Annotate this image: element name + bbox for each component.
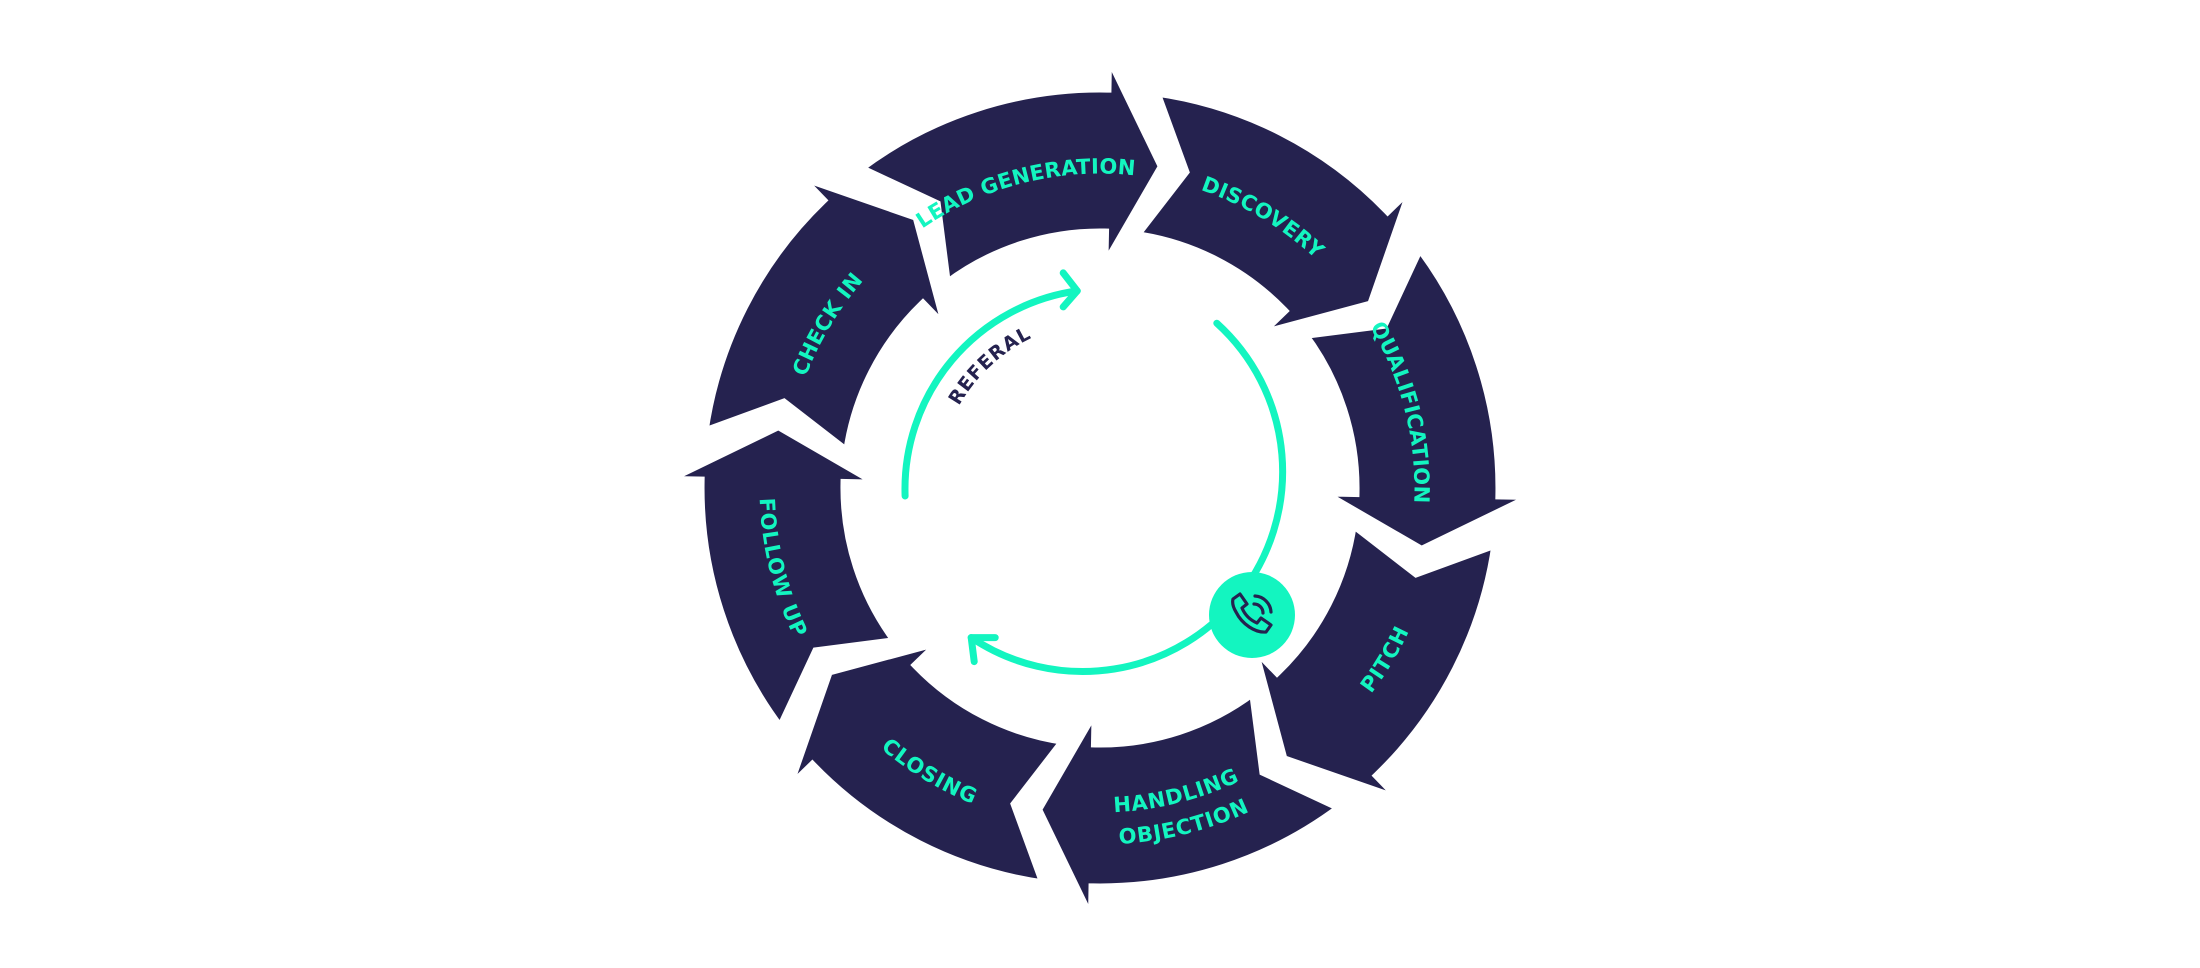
cycle-segment-arrow bbox=[782, 631, 1073, 890]
cycle-segment-arrow bbox=[698, 170, 957, 461]
cycle-segment-arrow bbox=[1127, 86, 1418, 345]
cycle-segment-arrow bbox=[1243, 515, 1502, 806]
cycle-segment-arrow bbox=[1032, 683, 1350, 925]
phone-badge bbox=[1209, 572, 1295, 658]
return-arrowhead bbox=[967, 634, 999, 666]
cycle-segment-arrow bbox=[663, 420, 905, 738]
referral-arrow bbox=[901, 287, 1081, 500]
referral-arrowhead bbox=[1059, 269, 1081, 311]
cycle-segment-arrow bbox=[1295, 238, 1537, 556]
phone-icon bbox=[1231, 592, 1273, 634]
cycle-segments bbox=[663, 51, 1537, 925]
cycle-segment-arrow bbox=[850, 51, 1168, 293]
phone-badge-circle bbox=[1209, 572, 1295, 658]
referral-label: REFERAL bbox=[944, 322, 1034, 408]
